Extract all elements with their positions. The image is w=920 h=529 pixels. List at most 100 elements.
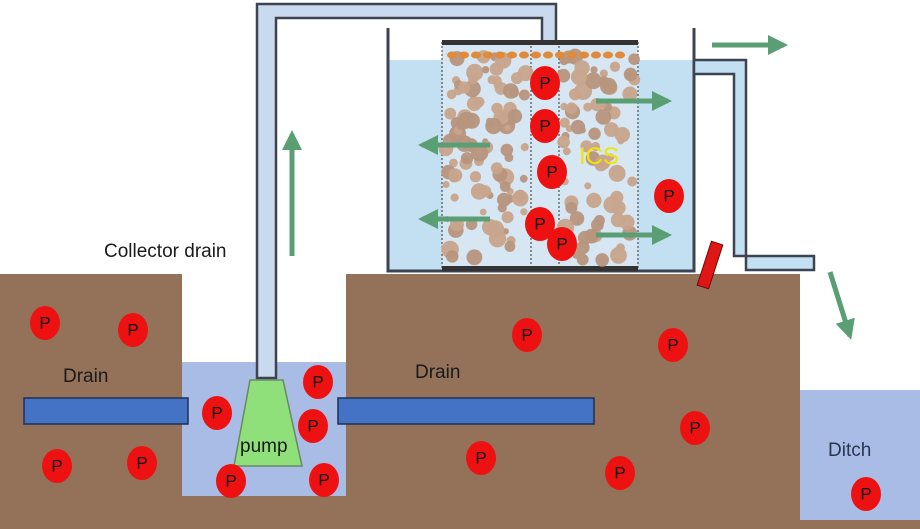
media-pebble [479, 208, 487, 216]
media-pebble [490, 162, 503, 175]
media-pebble [608, 164, 626, 182]
phosphorus-particle-icon: P [42, 449, 72, 483]
media-pebble [492, 75, 502, 86]
drain-pipe-left [23, 397, 189, 425]
media-pebble [595, 253, 609, 267]
media-pebble [442, 181, 450, 188]
media-pebble [576, 240, 590, 255]
media-top-pebble [519, 51, 529, 59]
media-pebble [595, 154, 611, 170]
media-top-pebble [471, 51, 481, 59]
media-pebble [502, 228, 509, 235]
drain-right-label: Drain [415, 362, 460, 383]
media-pebble [565, 102, 578, 114]
phosphorus-label: P [307, 417, 318, 436]
media-pebble [628, 53, 640, 65]
media-pebble [585, 72, 602, 90]
media-pebble [556, 68, 571, 83]
media-pebble [481, 66, 490, 74]
media-top-pebble [447, 51, 457, 59]
media-pebble [557, 135, 570, 149]
drain-pipe-right [337, 397, 595, 425]
phosphorus-particle-icon: P [851, 477, 881, 511]
media-pebble [595, 109, 612, 125]
media-pebble [520, 143, 529, 152]
media-top-pebble [459, 51, 469, 59]
outlet-pipe [692, 28, 816, 272]
phosphorus-particle-icon: P [530, 109, 560, 143]
media-pebble [627, 176, 638, 187]
phosphorus-label: P [475, 449, 486, 468]
media-pebble [466, 96, 482, 112]
media-pebble [623, 67, 638, 82]
phosphorus-particle-icon: P [654, 179, 684, 213]
phosphorus-label: P [860, 485, 871, 504]
media-pebble [469, 171, 482, 183]
media-top-pebble [507, 51, 517, 59]
media-pebble [588, 127, 601, 140]
media-pebble [565, 201, 578, 214]
media-pebble [590, 141, 601, 152]
media-pebble [583, 102, 593, 112]
media-pebble [470, 144, 489, 162]
media-pebble [599, 69, 608, 78]
media-top-pebble [579, 51, 589, 59]
media-pebble [610, 247, 627, 264]
media-pebble [479, 185, 492, 198]
media-pebble [559, 117, 570, 128]
media-pebble [507, 109, 523, 124]
media-pebble [499, 181, 511, 192]
media-pebble [503, 83, 519, 99]
media-pebble [584, 228, 599, 244]
media-pebble [520, 208, 528, 216]
phosphorus-label: P [663, 187, 674, 206]
phosphorus-label: P [614, 464, 625, 483]
media-pebble [458, 81, 471, 94]
media-pebble [500, 143, 514, 157]
phosphorus-particle-icon: P [658, 328, 688, 362]
phosphorus-label: P [539, 117, 550, 136]
media-top-pebble [555, 51, 565, 59]
phosphorus-label: P [667, 336, 678, 355]
media-pebble [460, 152, 474, 165]
media-pebble [600, 77, 617, 95]
pump-icon [233, 379, 303, 467]
media-top-pebble [495, 51, 505, 59]
soil-bottom-sump [182, 496, 346, 529]
phosphorus-particle-icon: P [30, 306, 60, 340]
media-pebble [569, 88, 582, 101]
phosphorus-particle-icon: P [680, 411, 710, 445]
media-pebble [518, 89, 530, 101]
media-top-pebble [615, 51, 625, 59]
media-pebble [584, 182, 592, 190]
media-pebble [580, 140, 593, 153]
phosphorus-particle-icon: P [309, 463, 339, 497]
phosphorus-label: P [39, 314, 50, 333]
media-pebble [486, 220, 505, 238]
media-top-pebble [591, 51, 601, 59]
flow-arrow-icon [827, 271, 855, 340]
media-pebble [448, 168, 463, 183]
phosphorus-label: P [546, 163, 557, 182]
media-pebble [569, 211, 585, 226]
media-top-pebble [531, 51, 541, 59]
phosphorus-particle-icon: P [118, 313, 148, 347]
media-pebble [450, 193, 459, 202]
phosphorus-particle-icon: P [216, 464, 246, 498]
media-pebble [614, 127, 630, 143]
media-pebble [562, 147, 571, 156]
media-pebble [444, 107, 457, 120]
media-pebble [501, 211, 514, 224]
valve [696, 240, 724, 290]
flow-arrows [282, 35, 855, 340]
media-pebble [449, 158, 458, 168]
phosphorus-label: P [127, 321, 138, 340]
media-top-pebble [543, 51, 553, 59]
phosphorus-particle-icon: P [303, 365, 333, 399]
phosphorus-label: P [534, 215, 545, 234]
media-pebble [603, 196, 621, 214]
media-pebble [504, 241, 516, 252]
phosphorus-particle-icon: P [525, 207, 555, 241]
phosphorus-label: P [136, 454, 147, 473]
